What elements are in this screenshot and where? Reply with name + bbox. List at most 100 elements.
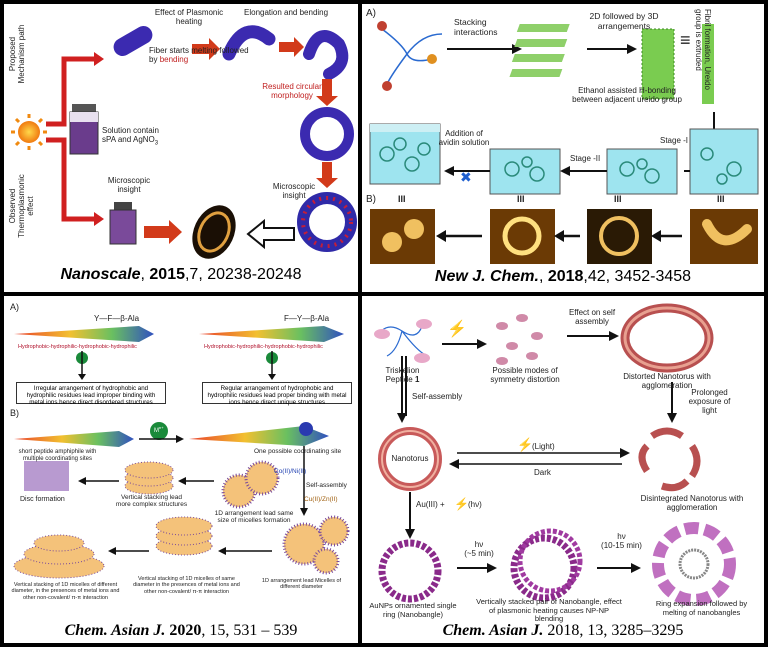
fiber-text: Fiber starts melting followed by bending <box>149 46 249 65</box>
afm-image-3 <box>587 209 652 264</box>
nanotorus-label: Nanotorus <box>391 454 429 463</box>
left-arrow <box>246 218 295 250</box>
cu-zn-label: Cu(II)/Zn(II) <box>304 496 338 503</box>
fibril-icon <box>702 24 714 104</box>
afm-image-1 <box>370 209 435 264</box>
ring-label: Ring expansion followed by melting of na… <box>655 599 748 617</box>
citation-chem-asian-2020: Chem. Asian J. 2020, 15, 531 – 539 <box>64 622 298 639</box>
micelle-cone-stack <box>13 534 105 579</box>
aunps-label: AuNPs ornamented single ring (Nanobangle… <box>369 601 457 619</box>
short-peptide-cone <box>14 431 134 447</box>
fiber-icon <box>113 26 153 57</box>
hydro-label-1: Hydrophobic-hydrophilic-hydrophobic-hydr… <box>18 344 137 350</box>
beaker-stage2 <box>489 148 561 195</box>
metal-label: Mn+ <box>154 425 164 434</box>
hv1-label: hν(~5 min) <box>464 540 494 559</box>
mechanism-arrow <box>46 56 94 127</box>
possible-modes-label: Possible modes of symmetry distortion <box>490 366 560 385</box>
elongation-label: Elongation and bending <box>244 8 329 17</box>
afm-image-4 <box>690 209 758 264</box>
fibril-label: Fibril formation, Ureido group is extrud… <box>693 9 712 90</box>
citation-new-j-chem: New J. Chem., 2018,42, 3452-3458 <box>434 268 692 285</box>
solution-vial-icon <box>69 104 99 155</box>
disc-label: Disc formation <box>20 496 65 503</box>
coordinated-peptide-cone <box>189 426 329 446</box>
beaker-stage1 <box>606 148 678 195</box>
ethanol-label: Ethanol assisted H-bonding between adjac… <box>572 86 682 105</box>
peptide-cone-1 <box>14 326 154 342</box>
vial-icon <box>109 202 137 245</box>
panel-new-j-chem: ✖ A) B) Stacking interactions 2D followe… <box>362 4 764 292</box>
regular-box: Regular arrangement of hydrophobic and h… <box>202 382 352 406</box>
vertical-same-label: Vertical stacking of 1D micelles of same… <box>133 576 240 595</box>
bent-fiber-icon <box>222 25 276 61</box>
effect-label: Effect of Plasmonic heating <box>154 8 224 27</box>
panel1-graphics <box>11 25 357 259</box>
self-assembly-label: Self-assembly <box>306 482 347 489</box>
tem-ring-image <box>192 205 236 259</box>
avidin-label: Addition of avidin solution <box>438 129 490 148</box>
label-b: B) <box>10 408 19 418</box>
resulted-label: Resulted circular morphology <box>262 82 322 101</box>
stacked-layers-icon <box>509 24 570 77</box>
hydro-label-2: Hydrophobic-hydrophilic-hydrophobic-hydr… <box>204 344 323 350</box>
observed-label: Observed Thermoplasmonic effect <box>8 174 36 238</box>
ring-icon <box>300 107 354 161</box>
micelle-stack-1 <box>124 461 174 495</box>
beaker-stage0 <box>689 128 759 195</box>
disintegrated-label: Disintegrated Nanotorus with agglomerati… <box>640 494 744 513</box>
self-assembly-label: Self-assembly <box>412 392 463 401</box>
panel-nanoscale: Proposed Mechanism path Observed Thermop… <box>4 4 358 292</box>
hv-label: (hν) <box>468 500 482 509</box>
arr1d-same-label: 1D arrangement lead same size of micelle… <box>214 510 294 525</box>
one-site-label: One possible coordinating site <box>254 448 342 455</box>
short-peptide-label: short peptide amphiphile with multiple c… <box>18 449 97 462</box>
micelle-cluster-2 <box>282 515 350 575</box>
curved-fiber-icon <box>303 30 349 80</box>
label-a: A) <box>10 302 19 312</box>
mechanism-label: Proposed Mechanism path <box>8 24 27 84</box>
label-a: A) <box>366 8 376 19</box>
distortion-modes-icon <box>496 314 543 365</box>
vertical-label: Vertically stacked pair of Nanobangle, e… <box>476 597 622 624</box>
bar-4: III <box>717 194 725 204</box>
sequence-1: Y—F—β-Ala <box>94 314 140 323</box>
micelle-cluster-1 <box>221 460 280 509</box>
au-label: Au(III) + <box>416 500 445 509</box>
effect-label: Effect on self assembly <box>568 308 616 327</box>
bar-3: III <box>614 194 622 204</box>
disc-icon <box>24 461 69 491</box>
sequence-2: F—Y—β-Ala <box>284 314 330 323</box>
label-b: B) <box>366 194 376 205</box>
vertical-stack-label: Vertical stacking lead more complex stru… <box>115 494 188 509</box>
panel3-graphics <box>13 326 350 579</box>
bar-2: III <box>517 194 525 204</box>
expanded-ring-icon <box>652 522 736 606</box>
afm-image-2 <box>490 209 555 264</box>
stage1-label: Stage -I <box>660 136 689 145</box>
heating-arrow <box>192 38 220 60</box>
peptide-cone-2 <box>199 326 344 342</box>
avidin-icon: ✖ <box>460 169 472 185</box>
citation-chem-asian-2018: Chem. Asian J. 2018, 13, 3285–3295 <box>442 622 684 639</box>
vertical-diff-label: Vertical stacking of 1D micelles of diff… <box>11 582 120 601</box>
arr1d-diff-label: 1D arrangement lead Micelles of differen… <box>261 578 342 591</box>
panel4-graphics: ⚡ ⚡ ⚡ <box>374 303 736 606</box>
lightning-icon-2: ⚡ <box>517 437 533 453</box>
micelle-stack-2 <box>155 516 213 556</box>
light-label: (Light) <box>532 442 555 451</box>
stacked-nanobangle-icon <box>510 528 583 602</box>
equiv-symbol: ≡ <box>680 30 691 50</box>
dark-label: Dark <box>534 468 551 477</box>
micro-insight-1: Microscopic insight <box>272 182 316 201</box>
sun-icon <box>11 114 47 150</box>
hv2-label: hν(10-15 min) <box>601 532 642 551</box>
observed-arrow <box>46 137 94 222</box>
stacking-label: Stacking interactions <box>454 17 498 37</box>
arrangements-label: 2D followed by 3D arrangements <box>589 11 659 31</box>
irregular-box: Irregular arrangement of hydrophobic and… <box>16 382 166 406</box>
nanobangle-icon <box>378 539 442 603</box>
lightning-icon-3: ⚡ <box>454 497 469 511</box>
